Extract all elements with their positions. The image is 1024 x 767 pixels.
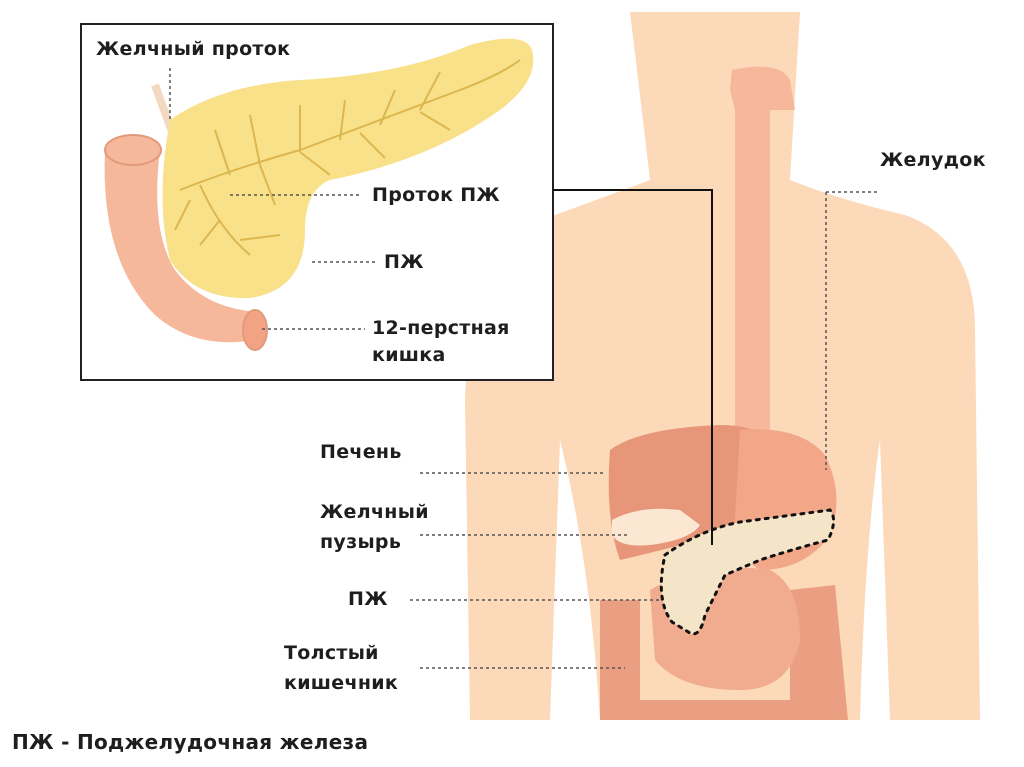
label-pancreas-body: ПЖ [348, 588, 388, 610]
label-bile-duct: Желчный проток [96, 38, 291, 60]
duodenum [104, 150, 262, 343]
legend-caption: ПЖ - Поджелудочная железа [12, 730, 369, 754]
pancreatic-ducts [174, 59, 521, 256]
label-duodenum-line2: кишка [372, 344, 446, 366]
gallbladder [612, 508, 700, 546]
esophagus [730, 66, 795, 481]
label-colon-line2: кишечник [284, 672, 399, 694]
label-stomach: Желудок [880, 149, 986, 171]
label-duodenum-line1: 12-перстная [372, 317, 510, 339]
leader-lines [169, 68, 880, 669]
colon [600, 585, 848, 720]
pancreas-outline [659, 508, 835, 636]
pancreas-gland [162, 38, 534, 299]
label-gallbladder-line2: пузырь [320, 531, 402, 553]
label-colon-line1: Толстый [284, 642, 379, 664]
label-pancreas-inset: ПЖ [384, 251, 424, 273]
body-silhouette [465, 12, 980, 720]
label-gallbladder-line1: Желчный [320, 501, 429, 523]
duodenum-opening-bottom [242, 309, 268, 351]
label-liver: Печень [320, 441, 402, 463]
inset-connector [553, 189, 713, 545]
label-pancreatic-duct: Проток ПЖ [372, 184, 500, 206]
duodenum-opening-top [104, 134, 162, 166]
